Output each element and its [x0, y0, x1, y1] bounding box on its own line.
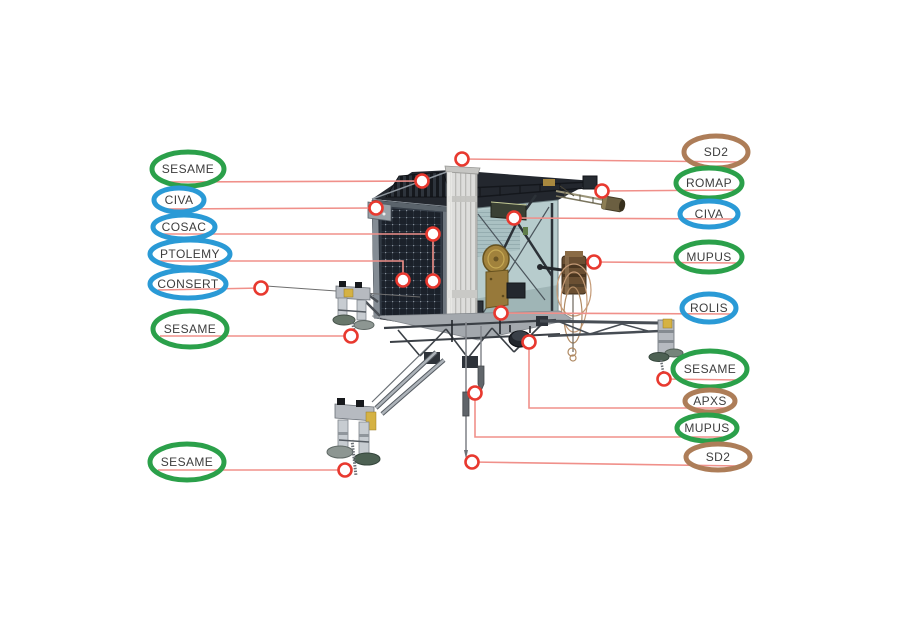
callout-sesame-right: SESAME: [670, 348, 750, 390]
callout-text: PTOLEMY: [160, 247, 220, 261]
gold-plate: [485, 269, 509, 309]
callout-cosac: COSAC: [150, 212, 218, 242]
romap-sensor-head: [601, 195, 626, 213]
callout-text: CONSERT: [157, 277, 219, 291]
callout-sd2-top: SD2: [681, 133, 751, 171]
deployed-rods: [462, 322, 485, 459]
callout-ellipse: [670, 348, 750, 390]
callout-ellipse: [150, 308, 230, 350]
callout-text: SD2: [706, 450, 731, 464]
callout-romap: ROMAP: [673, 165, 745, 201]
marker-romap: [594, 183, 610, 199]
romap-boom: [555, 185, 626, 213]
marker-consert: [253, 280, 269, 296]
callout-ellipse: [683, 441, 753, 473]
connector-rolis: [500, 312, 733, 315]
callout-ellipse: [149, 149, 227, 189]
callout-text: ROMAP: [686, 176, 732, 190]
marker-sesame-left: [343, 328, 359, 344]
callout-text: SESAME: [161, 455, 213, 469]
top-gold-fitting: [543, 179, 555, 186]
point-markers: [253, 151, 672, 478]
callout-text: APXS: [693, 394, 727, 408]
callout-rolis: ROLIS: [679, 291, 739, 325]
callout-text: SESAME: [162, 162, 214, 176]
connector-lines: [157, 158, 741, 471]
marker-sesame-top: [414, 173, 430, 189]
callout-ptolemy: PTOLEMY: [147, 237, 233, 271]
marker-sd2-bottom: [464, 454, 480, 470]
callout-consert: CONSERT: [147, 267, 229, 301]
marker-civa-left: [368, 200, 384, 216]
marker-rolis: [493, 305, 509, 321]
connector-civa-right: [513, 217, 735, 220]
callout-ellipse: [151, 185, 207, 215]
marker-mupus-bottom: [467, 385, 483, 401]
callout-text: MUPUS: [684, 421, 729, 435]
marker-cosac-lower: [425, 273, 441, 289]
callout-text: COSAC: [162, 220, 207, 234]
callout-text: ROLIS: [690, 301, 728, 315]
callout-labels: SESAME CIVA COSAC PTOLEMY CONSERT SESAME…: [147, 133, 753, 483]
connector-sd2-top: [461, 158, 741, 163]
callout-apxs: APXS: [682, 387, 738, 415]
callout-sesame-bottom: SESAME: [147, 441, 227, 483]
callout-ellipse: [677, 198, 741, 230]
marker-ptolemy: [395, 272, 411, 288]
right-leg-foot: [539, 318, 684, 378]
marker-cosac-upper: [425, 226, 441, 242]
callout-text: SESAME: [164, 322, 216, 336]
marker-mupus-right: [586, 254, 602, 270]
callout-ellipse: [673, 239, 745, 275]
marker-sesame-right: [656, 371, 672, 387]
front-leg-foot: [326, 344, 446, 477]
solar-panel-left: [380, 206, 442, 329]
callout-text: SD2: [704, 145, 729, 159]
callout-text: CIVA: [165, 193, 194, 207]
connector-apxs: [528, 342, 731, 409]
callout-civa-left: CIVA: [151, 185, 207, 215]
sd2-drill-tower: [444, 165, 481, 324]
connector-consert: [157, 287, 262, 291]
mupus-penetrator: [537, 251, 592, 362]
callout-sesame-top: SESAME: [149, 149, 227, 189]
callout-sd2-bottom: SD2: [683, 441, 753, 473]
connector-mupus-bottom: [474, 393, 733, 438]
callout-ellipse: [147, 267, 229, 301]
marker-sesame-bottom: [337, 462, 353, 478]
marker-sd2-top: [454, 151, 470, 167]
callout-ellipse: [679, 291, 739, 325]
callout-text: SESAME: [684, 362, 736, 376]
top-right-bracket: [582, 175, 598, 190]
callout-ellipse: [673, 165, 745, 201]
callout-ellipse: [147, 441, 227, 483]
callout-sesame-left: SESAME: [150, 308, 230, 350]
callout-ellipse: [674, 412, 740, 444]
marker-apxs: [521, 334, 537, 350]
connector-romap: [601, 189, 739, 192]
callout-text: MUPUS: [686, 250, 731, 264]
callout-ellipse: [682, 387, 738, 415]
callout-civa-right: CIVA: [677, 198, 741, 230]
marker-civa-right: [506, 210, 522, 226]
callout-mupus-right: MUPUS: [673, 239, 745, 275]
connector-mupus-right: [593, 261, 739, 264]
callout-text: CIVA: [695, 207, 724, 221]
callout-mupus-bottom: MUPUS: [674, 412, 740, 444]
